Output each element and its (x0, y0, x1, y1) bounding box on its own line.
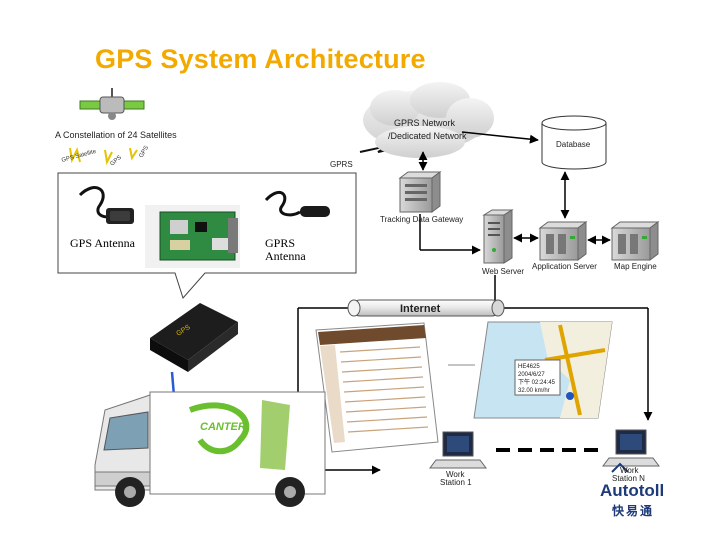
internet-backbone (298, 299, 648, 317)
gps-antenna-image (78, 186, 134, 224)
workstation-1-label-line1: Work (446, 470, 465, 479)
gprs-link-label: GPRS (330, 160, 353, 169)
satellite-icon (79, 88, 145, 120)
svg-text:GPS: GPS (109, 155, 123, 168)
application-server-label: Application Server (532, 262, 597, 271)
gprs-antenna-image (264, 190, 330, 217)
database-label: Database (556, 140, 591, 149)
truck-image: CANTER (94, 391, 326, 507)
gprs-network-label: GPRS Network (394, 118, 456, 128)
satellites-label: A Constellation of 24 Satellites (55, 130, 177, 140)
workstation-1-icon (429, 431, 487, 469)
gprs-antenna-label-line1: GPRS (265, 236, 296, 250)
page-title: GPS System Architecture (95, 44, 426, 74)
svg-text:CANTER: CANTER (200, 421, 246, 433)
map-screenshot (473, 321, 613, 419)
autotoll-logo-chinese: 快易通 (612, 504, 655, 518)
workstation-n-label-line2: Station N (612, 474, 645, 483)
map-info-line4: 32.00 km/hr (518, 388, 550, 394)
map-engine-server-icon (610, 221, 660, 261)
web-server-icon (482, 209, 514, 264)
tracking-unit-board (145, 205, 240, 268)
gps-tracking-unit-image: GPS (150, 303, 238, 372)
application-server-icon (538, 221, 588, 261)
database-icon (541, 115, 607, 170)
satellite-signal-rays: GPS Satellite GPS GPS (61, 145, 150, 168)
web-server-label: Web Server (482, 267, 525, 276)
internet-label: Internet (400, 303, 441, 315)
autotoll-logo-text: Autotoll (600, 481, 665, 500)
autotoll-logo-icon (611, 462, 629, 473)
gprs-antenna-label-line2: Antenna (265, 249, 306, 263)
gps-antenna-label: GPS Antenna (70, 236, 136, 250)
map-info-line2: 2004/6/27 (518, 372, 545, 378)
gprs-network-cloud (363, 82, 494, 158)
web-app-screenshot (315, 322, 439, 453)
workstation-n-label-line1: Work (620, 466, 639, 475)
tracking-gateway-label: Tracking Data Gateway (380, 215, 464, 224)
svg-text:GPS: GPS (139, 145, 151, 159)
map-info-line3: 下午 02:24:45 (518, 380, 556, 386)
dedicated-network-label: /Dedicated Network (388, 131, 467, 141)
workstation-1-label-line2: Station 1 (440, 478, 472, 487)
map-engine-label: Map Engine (614, 262, 657, 271)
workstation-n-icon (602, 429, 660, 467)
tracking-gateway-server-icon (398, 171, 442, 213)
map-info-line1: HE4625 (518, 364, 540, 370)
